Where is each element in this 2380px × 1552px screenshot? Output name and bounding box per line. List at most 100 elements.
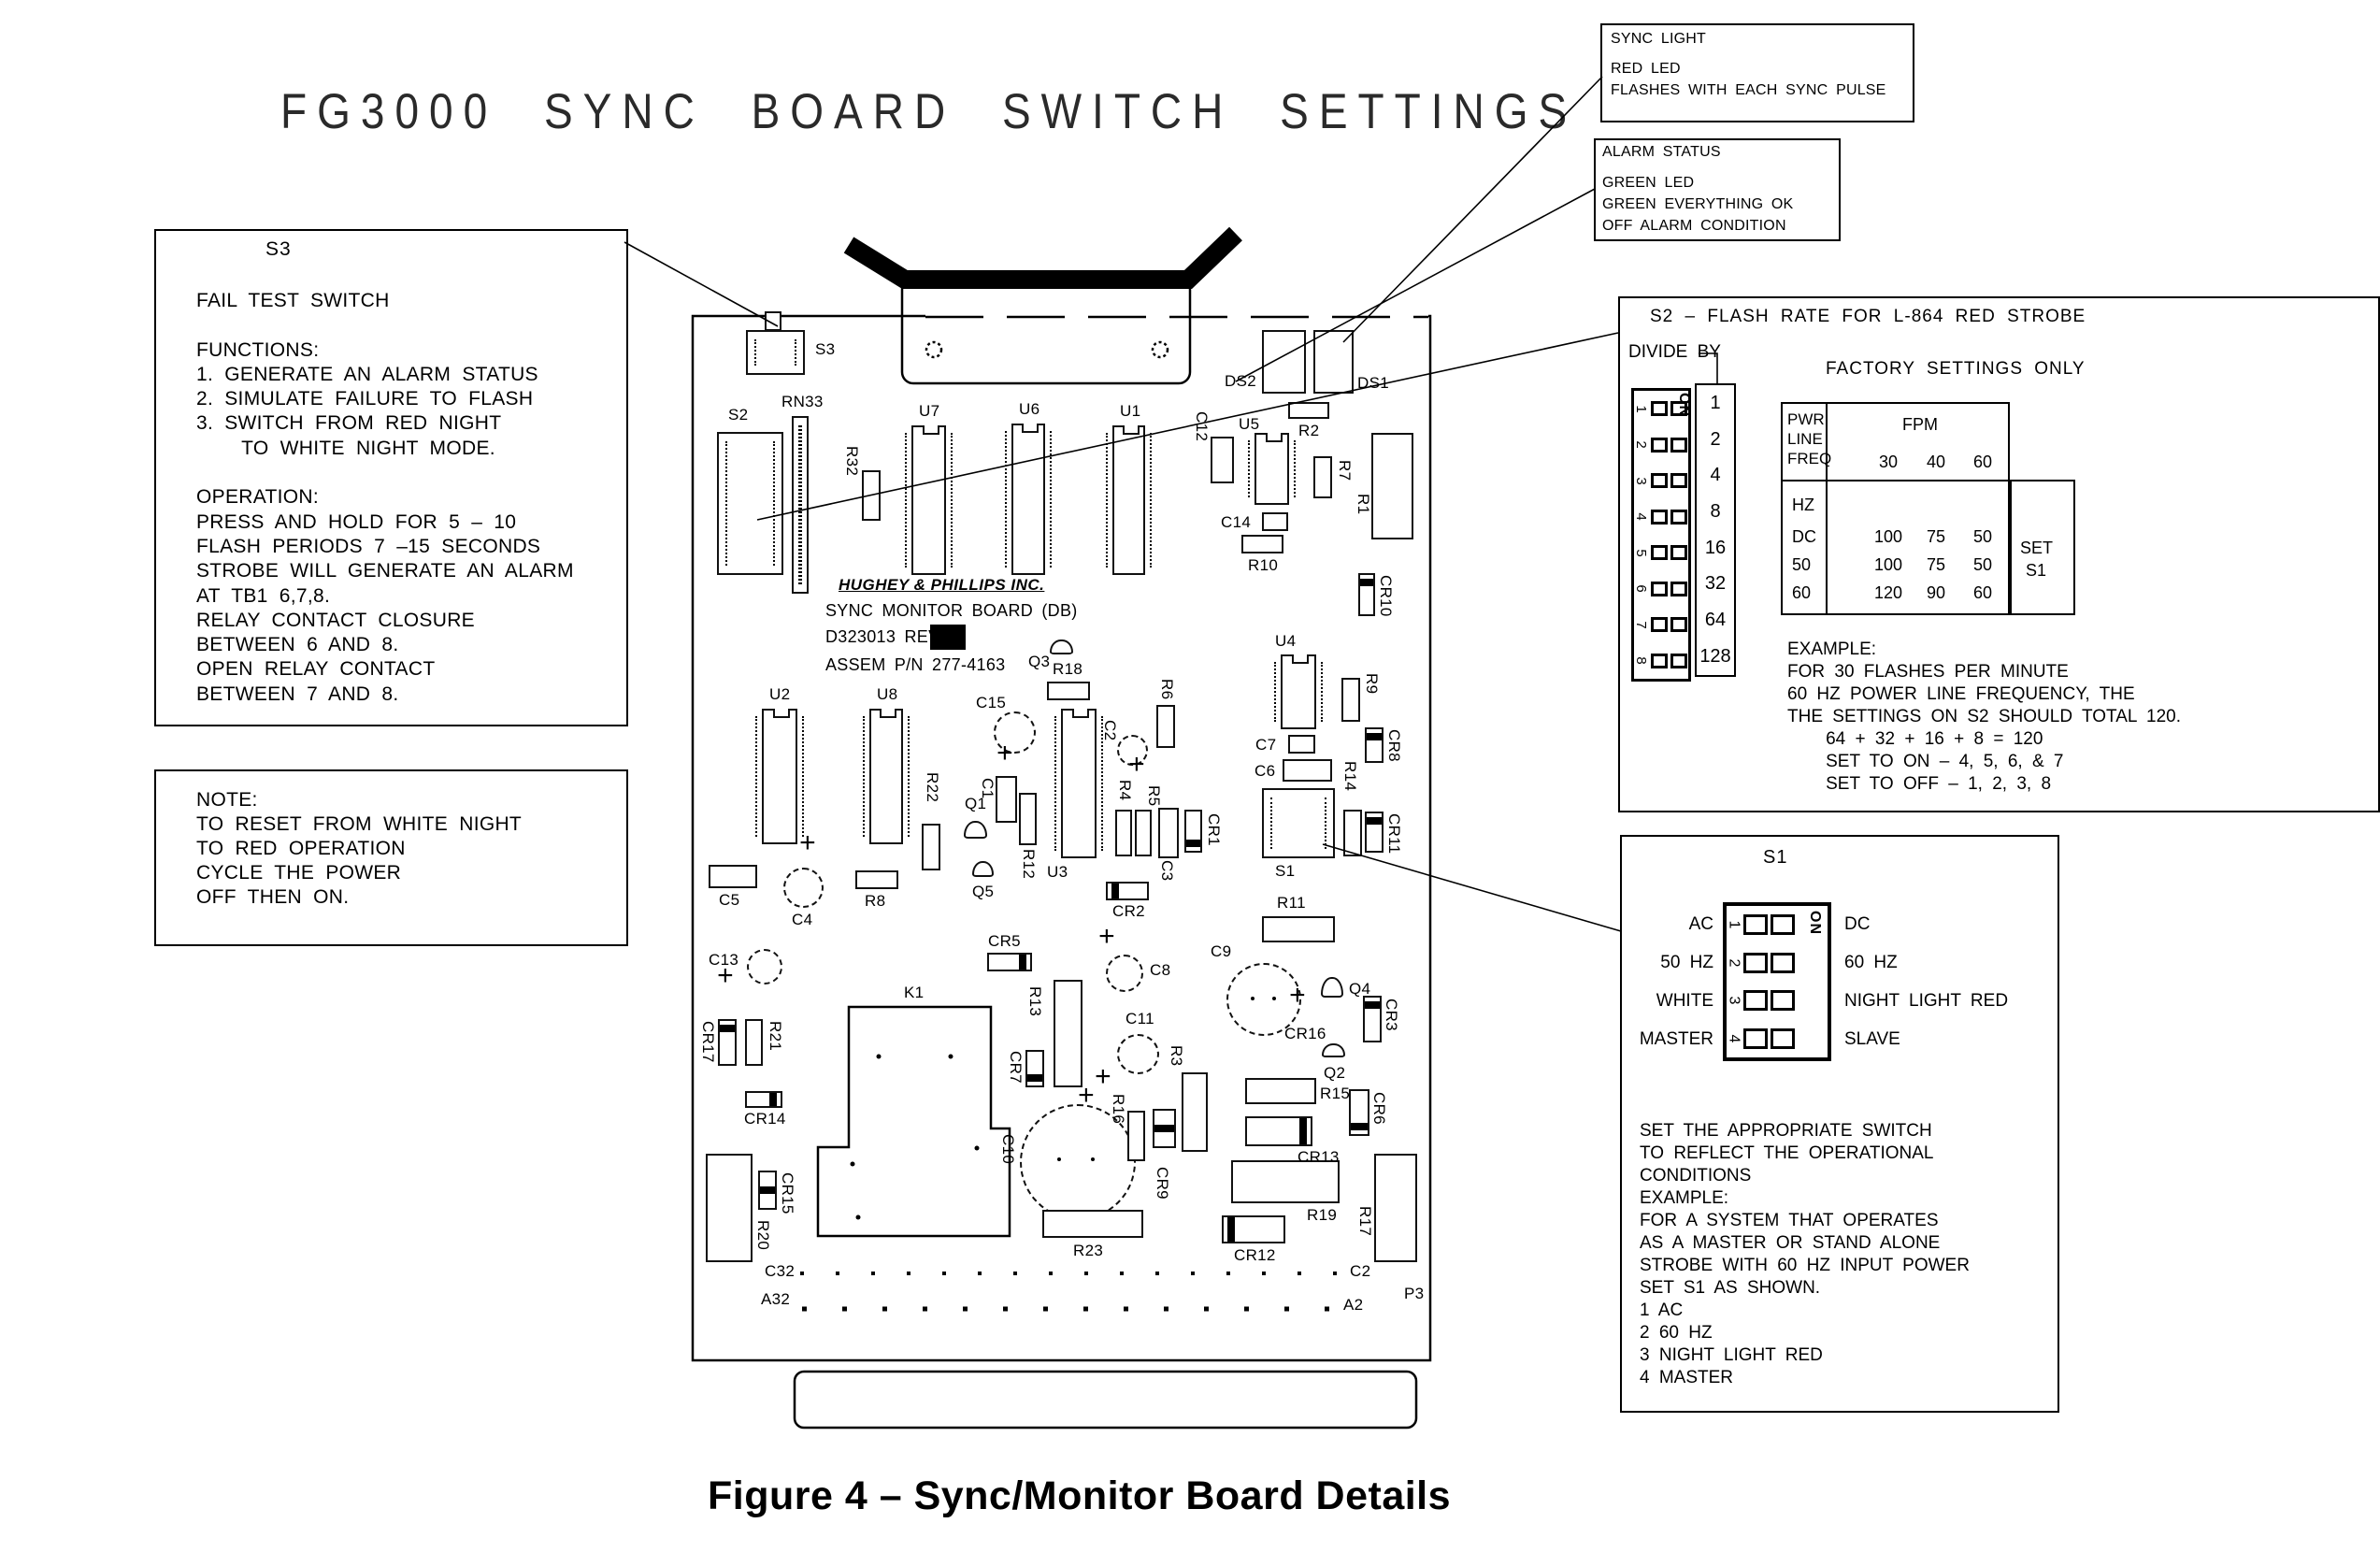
fpm-value: 100 — [1873, 555, 1903, 574]
board-assembly-pn: ASSEM P/N 277-4163 — [825, 655, 1006, 674]
divide-value: 8 — [1710, 501, 1721, 523]
component-label: R32 — [843, 446, 861, 477]
component-C4 — [783, 868, 824, 908]
component-label: P3 — [1404, 1285, 1425, 1302]
divide-value: 1 — [1710, 393, 1721, 413]
board-rev: D323013 REV — [825, 627, 940, 646]
divide-value: 16 — [1704, 537, 1727, 558]
dip-switch-cell — [1670, 509, 1687, 525]
cap-dot — [1091, 1157, 1096, 1162]
divide-value: 128 — [1699, 645, 1731, 667]
dip-switch-cell — [1743, 914, 1768, 936]
freq-row-label: DC — [1792, 527, 1816, 546]
component-label: C4 — [792, 911, 813, 928]
set-s1-label: SET — [2020, 539, 2054, 557]
dip-row: 4 — [1633, 499, 1688, 536]
component-CR15 — [758, 1171, 777, 1210]
component-label: R10 — [1248, 556, 1279, 574]
text-line: RED LED — [1611, 61, 1681, 77]
ic-pins-right — [1294, 440, 1296, 497]
component-label: C12 — [1193, 411, 1211, 442]
component-label: CR2 — [1112, 902, 1145, 920]
component-label: R5 — [1145, 785, 1163, 807]
fpm-col-header: 60 — [1972, 453, 1993, 471]
text-line: OFF THEN ON. — [196, 886, 350, 908]
component-CR16 — [1322, 1043, 1345, 1057]
component-CR1 — [1184, 810, 1202, 853]
component-label: C5 — [719, 891, 740, 909]
brand-name: HUGHEY & PHILLIPS INC. — [839, 576, 1045, 594]
dip-position-number: 7 — [1633, 621, 1649, 629]
s3-callout-box — [154, 229, 628, 726]
text-line: CYCLE THE POWER — [196, 862, 402, 884]
dip-switch-cell — [1670, 437, 1687, 453]
ic-pins-left — [1005, 431, 1007, 568]
component-label: U6 — [1019, 400, 1040, 418]
component-Q3 — [1050, 639, 1073, 654]
component-label: C3 — [1158, 860, 1176, 882]
component-label: CR15 — [779, 1172, 796, 1214]
text-line: 3 NIGHT LIGHT RED — [1640, 1345, 1823, 1365]
component-R13 — [1054, 980, 1082, 1087]
component-label: C6 — [1255, 762, 1276, 780]
component-label: C32 — [765, 1262, 796, 1280]
pwr-line-freq-header: PWR LINE FREQ — [1787, 410, 1832, 467]
text-line: SET TO ON – 4, 5, 6, & 7 — [1787, 752, 2064, 771]
dip-switch-cell — [1651, 437, 1668, 453]
table-border — [2010, 480, 2075, 615]
ic-pins-right — [951, 433, 953, 568]
component-label: R15 — [1320, 1085, 1351, 1102]
ic-pins-right — [1150, 433, 1152, 568]
ic-pins-left — [1106, 433, 1108, 568]
text-line: STROBE WILL GENERATE AN ALARM — [196, 560, 574, 582]
component-R23 — [1042, 1210, 1143, 1238]
component-R21 — [745, 1019, 763, 1066]
text-line: 3. SWITCH FROM RED NIGHT — [196, 412, 502, 435]
component-U7 — [905, 425, 953, 575]
dip-switch-cell — [1670, 653, 1687, 668]
component-R5 — [1135, 810, 1152, 856]
diode-band — [760, 1186, 775, 1194]
text-line: OPERATION: — [196, 486, 319, 509]
dip-switch-cell — [1651, 509, 1668, 525]
component-label: CR13 — [1298, 1148, 1340, 1166]
component-label: C1 — [979, 778, 996, 799]
text-line: STROBE WITH 60 HZ INPUT POWER — [1640, 1256, 1970, 1275]
ic-pins-left — [1054, 716, 1056, 851]
text-line: CONDITIONS — [1640, 1166, 1752, 1186]
component-CR12 — [1222, 1215, 1285, 1243]
text-line: FLASH PERIODS 7 –15 SECONDS — [196, 535, 541, 557]
dip-position-number: 1 — [1633, 405, 1649, 413]
s1-left-label: WHITE — [1656, 991, 1713, 1011]
text-line: FAIL TEST SWITCH — [196, 290, 390, 311]
text-line: 60 HZ POWER LINE FREQUENCY, THE — [1787, 684, 2135, 704]
dip-row: 2 — [1727, 944, 1828, 983]
dip-position-number: 4 — [1726, 1034, 1742, 1043]
component-R7 — [1313, 456, 1332, 498]
dip-position-number: 2 — [1726, 958, 1742, 968]
dip-switch-cell — [1771, 914, 1795, 936]
text-line: 1 AC — [1640, 1301, 1684, 1320]
component-C1 — [996, 776, 1017, 823]
dip-position-number: 3 — [1633, 477, 1649, 485]
dip-switch-cell — [1771, 1027, 1795, 1049]
text-line: FOR 30 FLASHES PER MINUTE — [1787, 662, 2069, 682]
component-label: CR16 — [1284, 1025, 1326, 1042]
component-label: U7 — [919, 402, 940, 420]
plus-mark: + — [1098, 921, 1115, 952]
s1-right-label: 60 HZ — [1844, 953, 1898, 972]
text-line: EXAMPLE: — [1640, 1188, 1729, 1208]
divide-by-label: DIVIDE BY — [1628, 342, 1721, 362]
component-CR3 — [1363, 996, 1382, 1042]
dip-switch-cell — [1651, 473, 1668, 489]
component-label: C10 — [999, 1134, 1017, 1165]
component-DS2 — [1262, 330, 1306, 394]
component-label: CR10 — [1377, 575, 1395, 617]
dip-switch-cell — [1651, 653, 1668, 668]
fpm-col-header: 40 — [1926, 453, 1946, 471]
diode-band — [1365, 1001, 1380, 1009]
component-R22 — [922, 824, 940, 870]
text-line: TO WHITE NIGHT MODE. — [196, 437, 495, 459]
ic-pins-left — [1274, 662, 1276, 722]
